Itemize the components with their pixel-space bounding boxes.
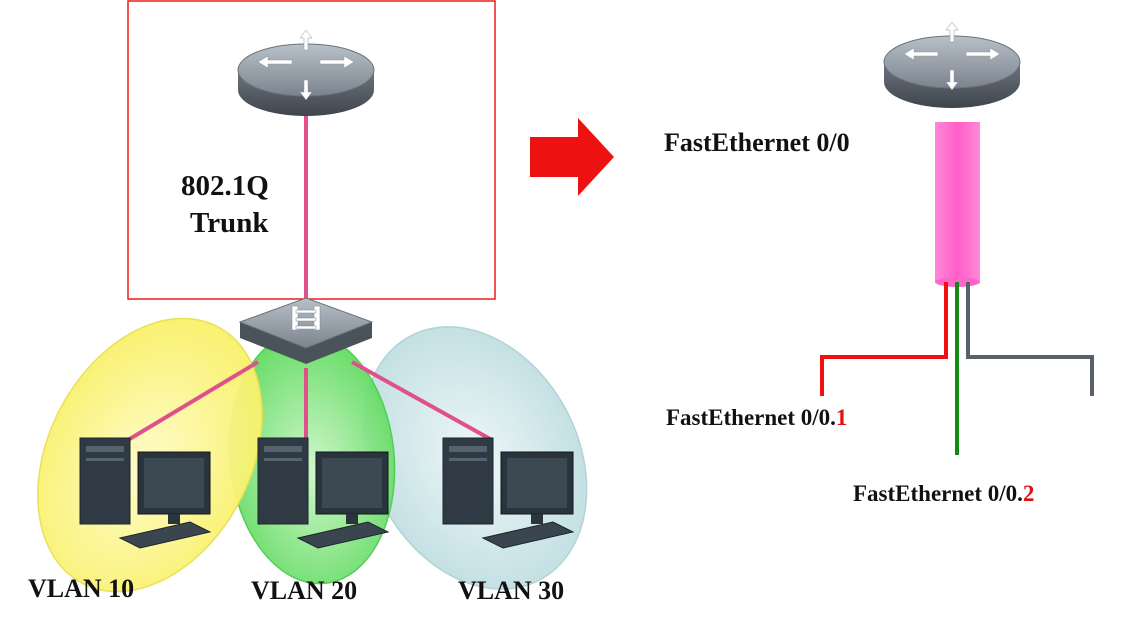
trunk-pipe [935,122,980,287]
right-arrow-icon [530,118,614,196]
access-link-vlan10 [126,360,260,442]
vlan-20-label: VLAN 20 [251,576,358,605]
trunk-label-line2: Trunk [190,207,269,239]
vlan-30-label: VLAN 30 [458,576,565,605]
router-icon [237,29,375,116]
computer-icon-vlan20 [257,437,390,549]
router-icon-right [883,21,1021,108]
subinterface-1-suffix: 1 [835,405,848,430]
vlan-10-label: VLAN 10 [28,574,135,603]
subinterface-1-base: FastEthernet 0/0. [666,405,836,430]
switch-icon [238,297,374,364]
subinterface-line-3 [966,282,1094,396]
subinterface-2-base: FastEthernet 0/0. [853,481,1023,506]
subinterface-2-suffix: 2 [1022,481,1035,506]
subinterface-2-label: FastEthernet 0/0.2 [853,482,1034,505]
computer-icon-vlan30 [442,437,575,549]
access-link-vlan30 [351,360,493,442]
trunk-highlight-box [127,0,496,300]
trunk-label-line1: 802.1Q [181,170,269,202]
computer-icon-vlan10 [79,437,212,549]
subinterface-line-1 [820,282,948,396]
physical-interface-label: FastEthernet 0/0 [664,128,850,157]
subinterface-1-label: FastEthernet 0/0.1 [666,406,847,429]
